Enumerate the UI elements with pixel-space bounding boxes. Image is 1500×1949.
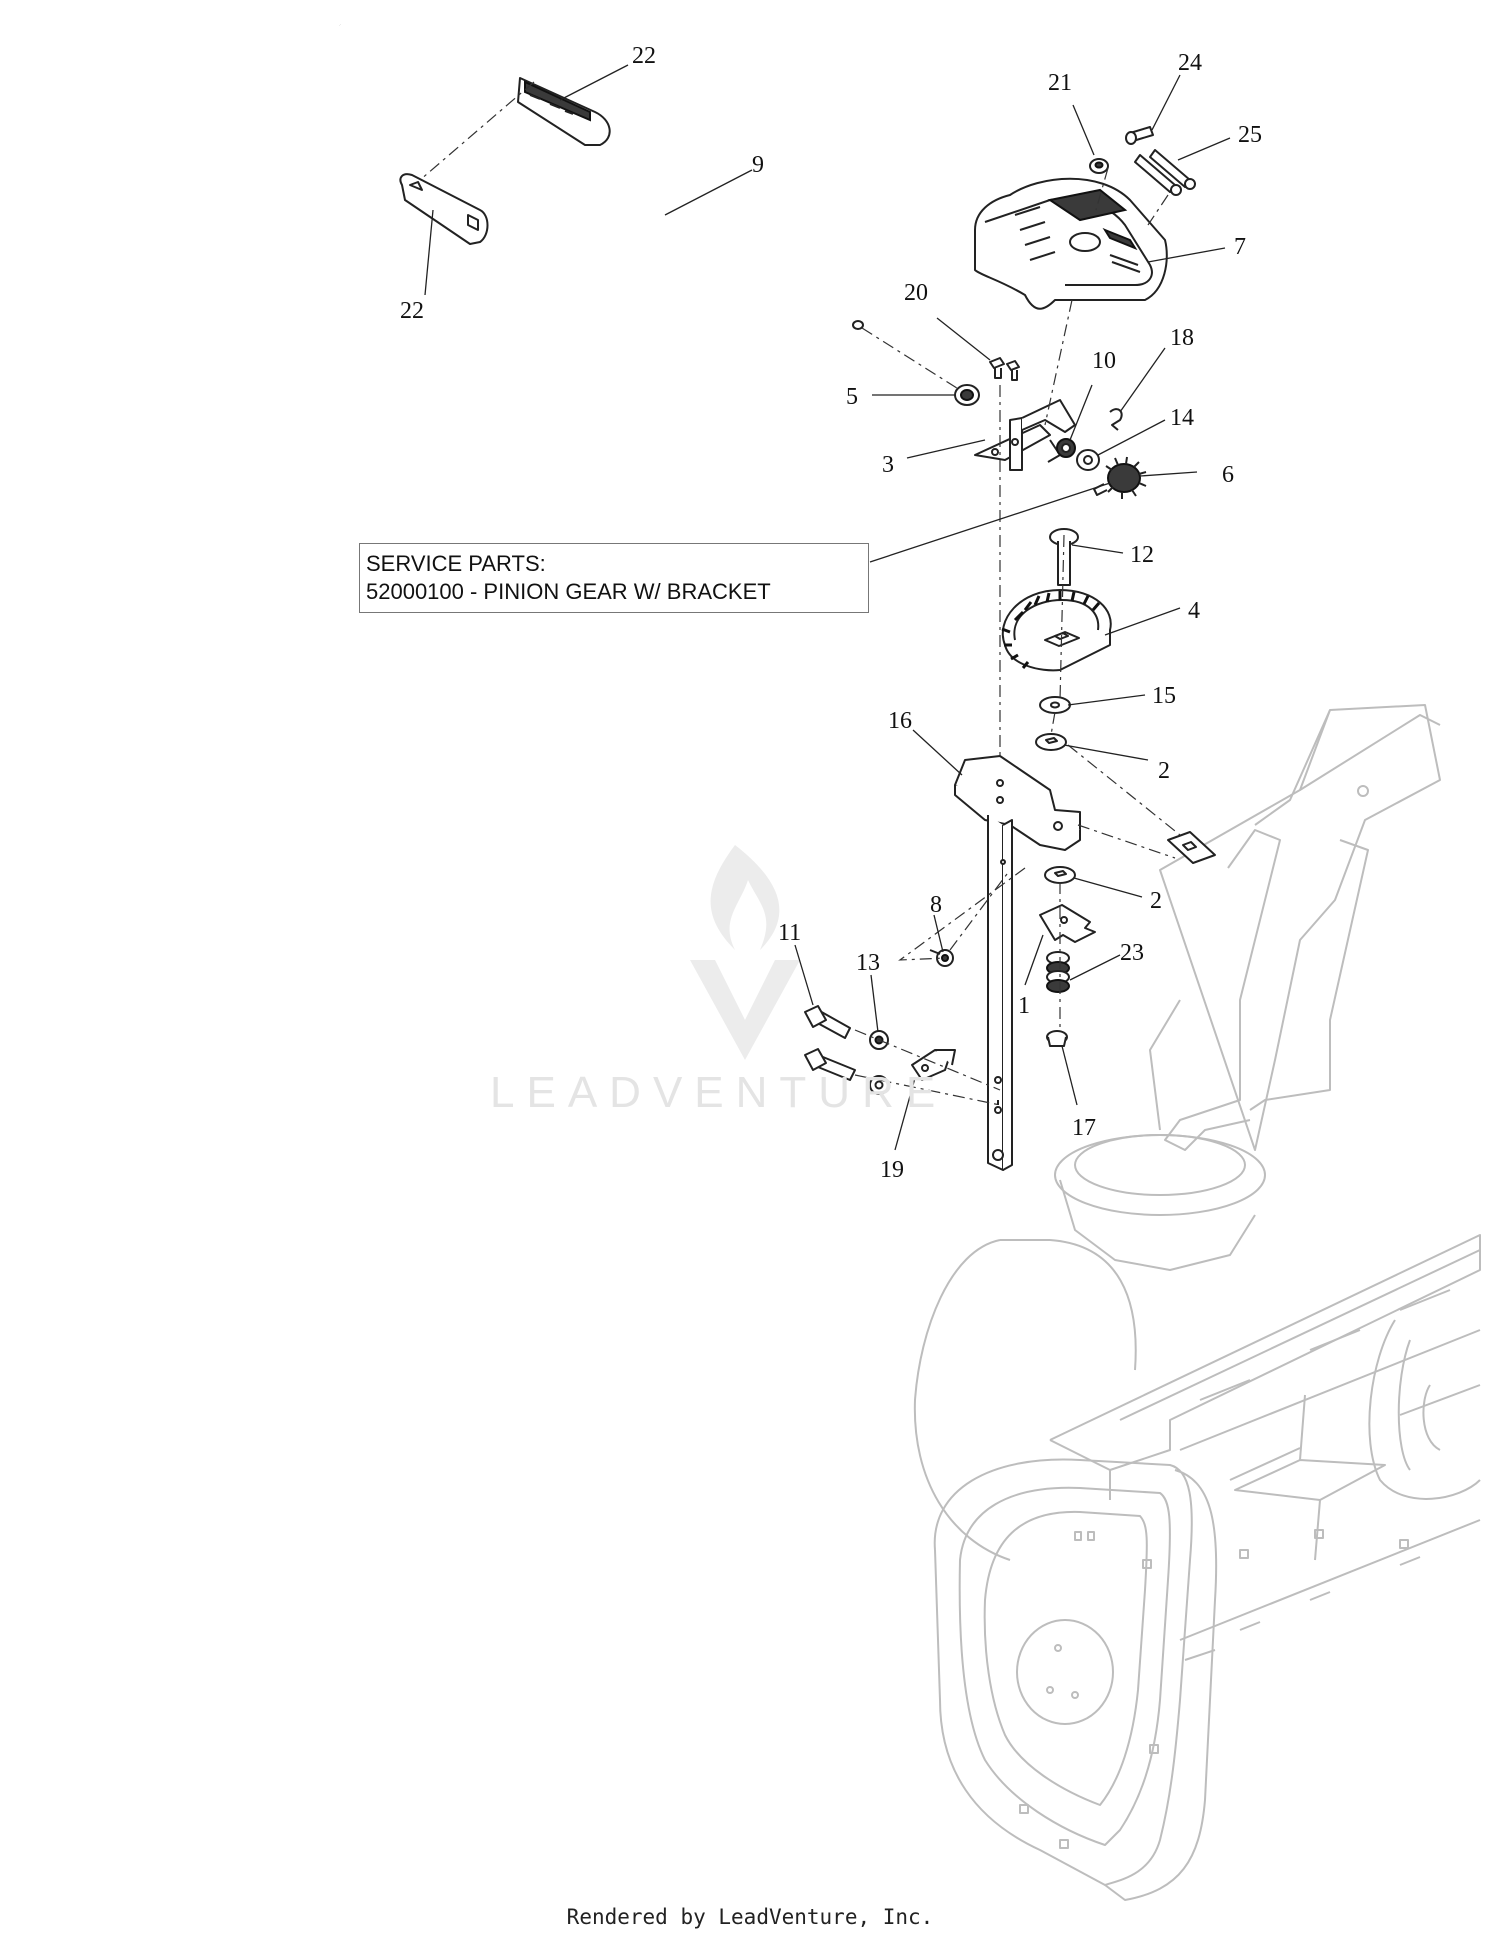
watermark-logo — [690, 845, 800, 1060]
callout-10: 10 — [1092, 348, 1116, 374]
part-5-bushing — [954, 384, 980, 406]
callout-2-bottom: 2 — [1150, 888, 1162, 914]
part-8-screw — [929, 949, 954, 967]
callout-7: 7 — [1234, 234, 1246, 260]
part-4-ring-gear — [1001, 589, 1112, 672]
callout-19: 19 — [880, 1157, 904, 1183]
callout-14: 14 — [1170, 405, 1194, 431]
part-2-washer-bottom — [1044, 866, 1076, 884]
service-parts-item: 52000100 - PINION GEAR W/ BRACKET — [366, 579, 771, 604]
snow-blower-housing — [913, 704, 1481, 1901]
callout-1: 1 — [1018, 993, 1030, 1019]
callout-22-top: 22 — [632, 43, 656, 69]
part-19-bracket — [911, 1049, 956, 1081]
callout-13: 13 — [856, 950, 880, 976]
assembly-lines — [419, 81, 1181, 1106]
part-16-support — [954, 755, 1081, 1171]
part-6-pinion-gear — [1093, 456, 1147, 499]
part-20-screws — [989, 357, 1020, 381]
part-22-handle-bottom — [399, 173, 489, 245]
callout-11: 11 — [778, 920, 801, 946]
part-13-washer-lower — [869, 1075, 889, 1095]
callout-15: 15 — [1152, 683, 1176, 709]
callout-3: 3 — [882, 452, 894, 478]
part-14-washer — [1076, 449, 1100, 471]
part-3-bracket — [974, 399, 1076, 471]
leader-lines — [424, 64, 1231, 1151]
part-10-washer — [1056, 438, 1076, 458]
part-11-bolt-lower — [804, 1048, 856, 1081]
part-1-plate — [1039, 904, 1096, 943]
part-24-screw — [1125, 126, 1154, 145]
callout-8: 8 — [930, 892, 942, 918]
part-2-washer-top — [1035, 733, 1067, 751]
part-23-spring — [1046, 951, 1070, 993]
part-22-handle-top — [517, 77, 611, 146]
callout-labels: 22 22 9 21 24 25 7 20 10 18 5 14 3 6 12 … — [400, 43, 1262, 1183]
callout-22-bottom: 22 — [400, 298, 424, 324]
footer-credit: Rendered by LeadVenture, Inc. — [566, 1905, 934, 1929]
callout-9: 9 — [752, 152, 764, 178]
part-18-clip — [1109, 408, 1123, 431]
part-7-cover — [974, 177, 1168, 310]
callout-6: 6 — [1222, 462, 1234, 488]
part-25-pins — [1134, 149, 1196, 196]
callout-12: 12 — [1130, 542, 1154, 568]
service-parts-box: SERVICE PARTS: 52000100 - PINION GEAR W/… — [359, 543, 869, 613]
service-parts-heading: SERVICE PARTS: — [366, 551, 546, 576]
callout-20: 20 — [904, 280, 928, 306]
callout-24: 24 — [1178, 50, 1202, 76]
callout-4: 4 — [1188, 598, 1200, 624]
housing-mounting-tab — [1167, 831, 1216, 864]
part-15-washer — [1039, 696, 1071, 714]
callout-16: 16 — [888, 708, 912, 734]
callout-5: 5 — [846, 384, 858, 410]
part-21-grommet — [1089, 158, 1109, 174]
part-17-nut — [1046, 1030, 1068, 1047]
callout-2-top: 2 — [1158, 758, 1170, 784]
callout-17: 17 — [1072, 1115, 1096, 1141]
callout-21: 21 — [1048, 70, 1072, 96]
callout-25: 25 — [1238, 122, 1262, 148]
part-9-crank-rod — [338, 22, 864, 330]
part-11-bolt-upper — [804, 1005, 851, 1039]
callout-23: 23 — [1120, 940, 1144, 966]
watermark-text: LEADVENTURE — [490, 1068, 948, 1117]
callout-18: 18 — [1170, 325, 1194, 351]
